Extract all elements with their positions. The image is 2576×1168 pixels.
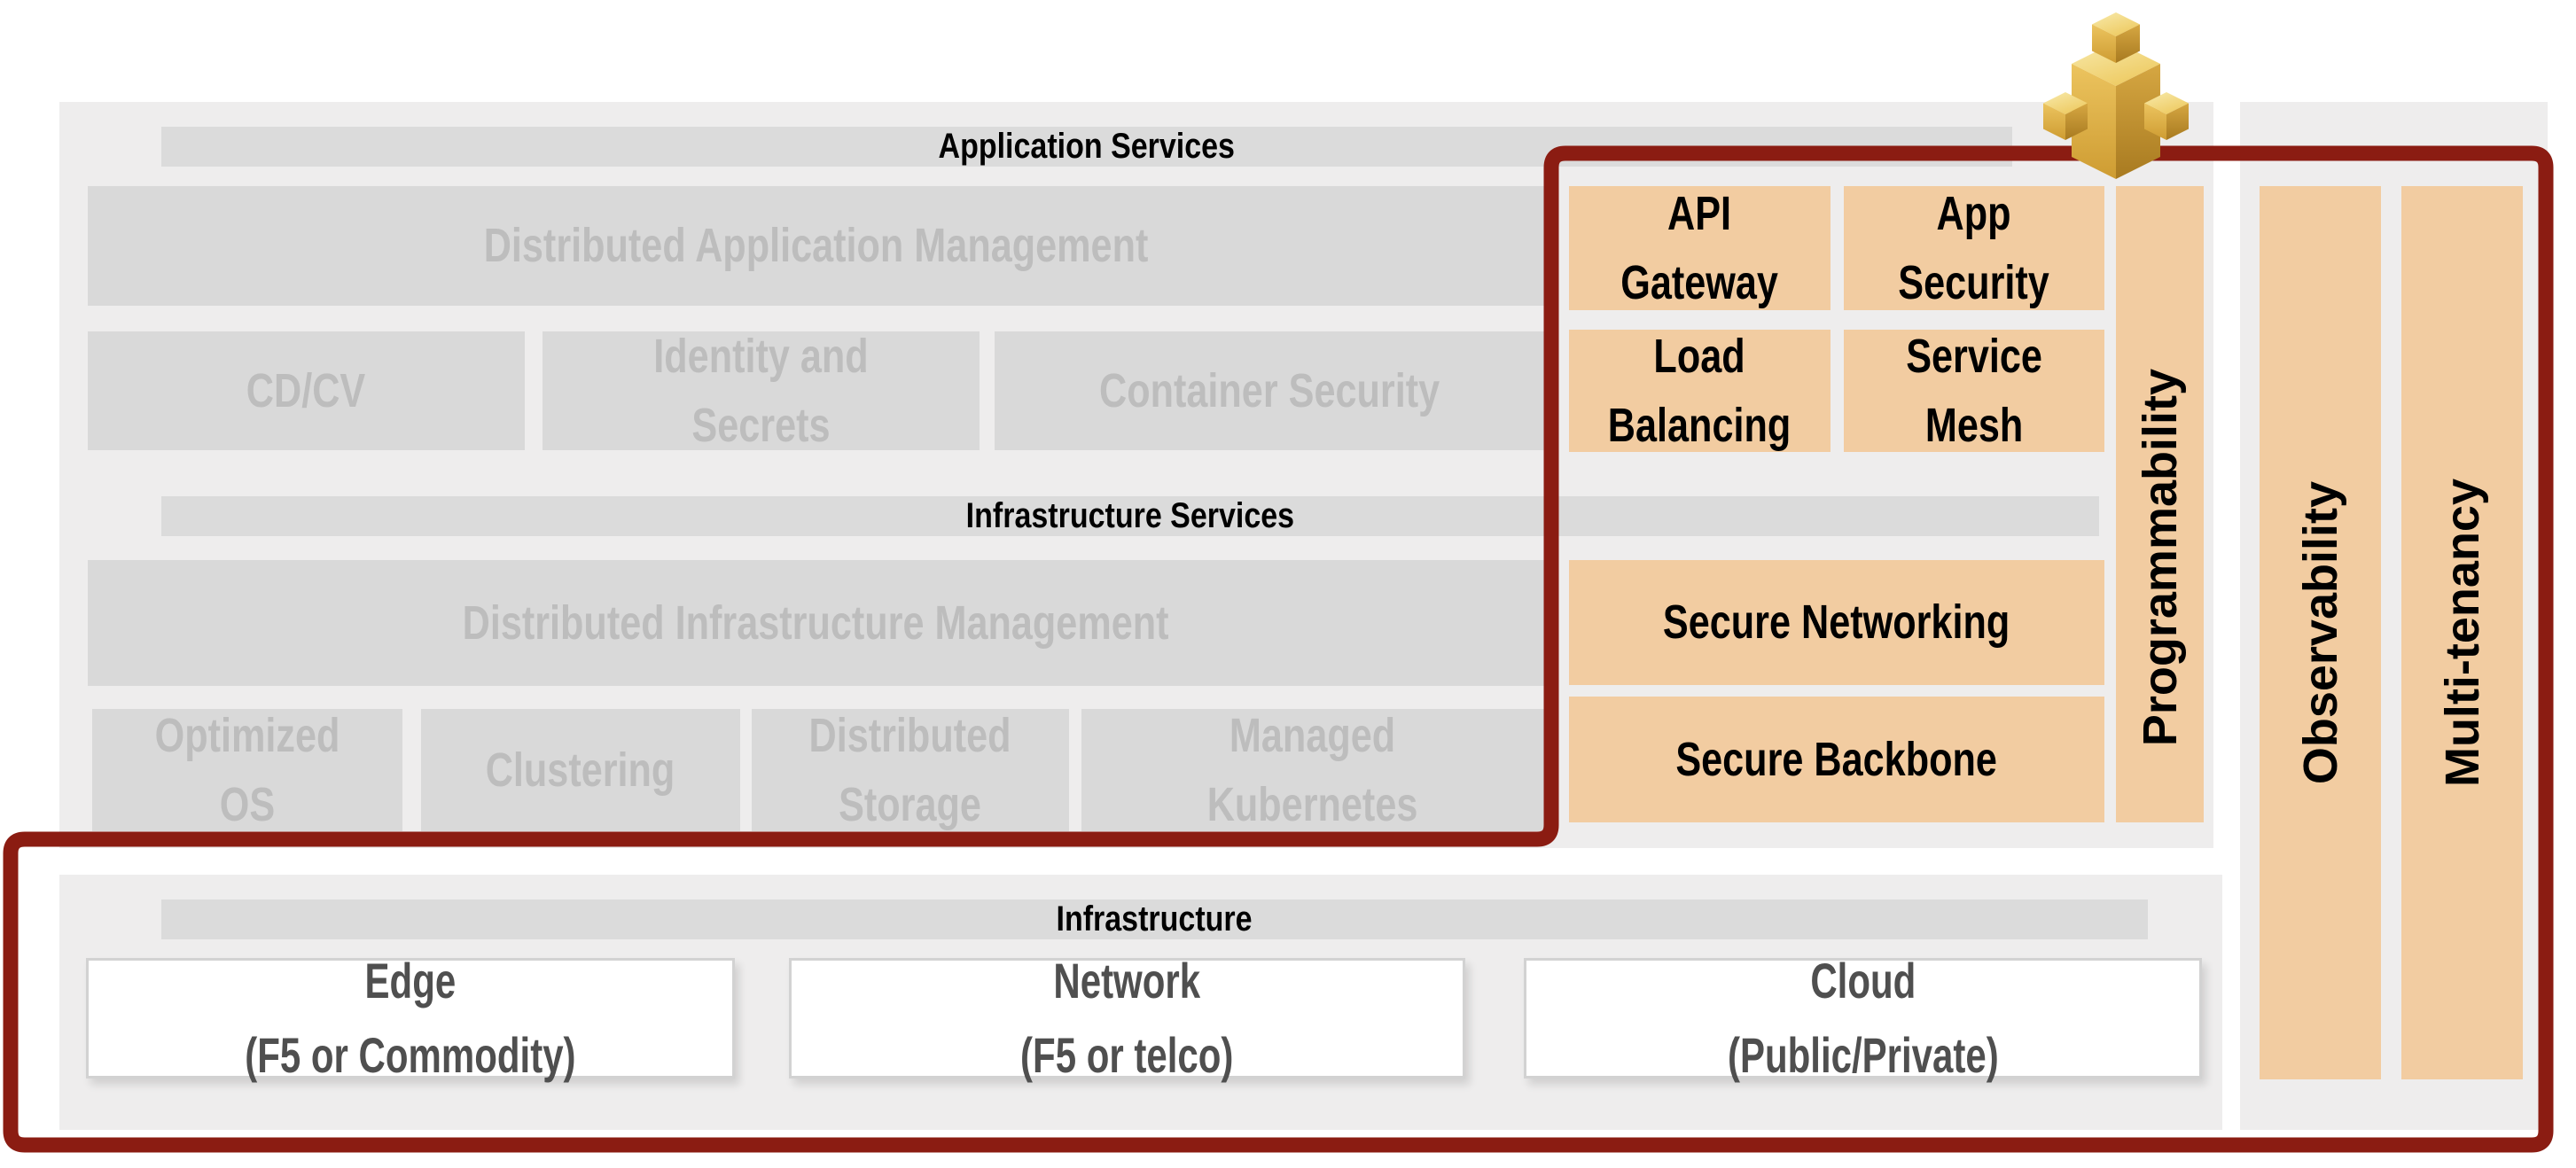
- box-cloud: Cloud (Public/Private): [1524, 953, 2202, 1083]
- box-distributed-application-management: Distributed Application Management: [88, 186, 1544, 306]
- application-services-header-bar: Application Services: [161, 127, 2012, 167]
- bar-programmability: Programmability: [2116, 186, 2204, 822]
- box-cd-cv: CD/CV: [88, 331, 525, 450]
- bar-multi-tenancy: Multi-tenancy: [2401, 186, 2523, 1079]
- cubes-logo-icon: [2043, 12, 2189, 179]
- box-load-balancing: Load Balancing: [1569, 330, 1831, 452]
- box-service-mesh: Service Mesh: [1844, 330, 2104, 452]
- infrastructure-services-title: Infrastructure Services: [965, 496, 1295, 535]
- box-network: Network (F5 or telco): [789, 953, 1465, 1083]
- infrastructure-services-header-bar: Infrastructure Services: [161, 496, 2099, 536]
- box-secure-networking: Secure Networking: [1569, 560, 2104, 685]
- box-secure-backbone: Secure Backbone: [1569, 697, 2104, 822]
- box-api-gateway: API Gateway: [1569, 186, 1831, 310]
- box-distributed-storage: Distributed Storage: [752, 709, 1069, 831]
- application-services-title: Application Services: [938, 127, 1236, 166]
- box-optimized-os: Optimized OS: [92, 709, 402, 831]
- box-managed-kubernetes: Managed Kubernetes: [1081, 709, 1544, 831]
- box-container-security: Container Security: [995, 331, 1544, 450]
- box-edge: Edge (F5 or Commodity): [86, 953, 735, 1083]
- box-clustering: Clustering: [421, 709, 740, 831]
- box-distributed-infrastructure-management: Distributed Infrastructure Management: [88, 560, 1544, 686]
- infrastructure-header-bar: Infrastructure: [161, 899, 2148, 939]
- box-app-security: App Security: [1844, 186, 2104, 310]
- box-identity-and-secrets: Identity and Secrets: [543, 330, 980, 452]
- bar-observability: Observability: [2260, 186, 2381, 1079]
- infrastructure-title: Infrastructure: [1056, 899, 1253, 938]
